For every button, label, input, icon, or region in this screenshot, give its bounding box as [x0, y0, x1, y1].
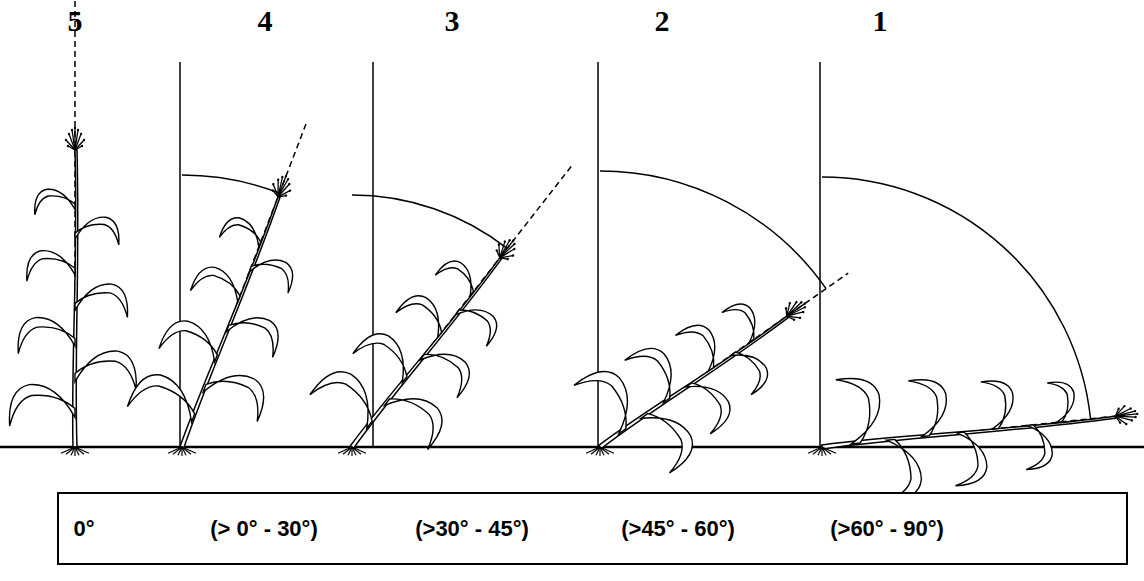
- tassel: [269, 171, 296, 200]
- tassel: [1114, 404, 1139, 427]
- leaf: [836, 375, 884, 445]
- roots: [586, 447, 614, 456]
- maize-plant: [300, 123, 622, 485]
- leaf: [9, 384, 75, 426]
- leaf: [27, 251, 75, 282]
- vertical-reference: [372, 62, 374, 447]
- angle-range: (>60° - 90°): [830, 516, 944, 540]
- leaf: [634, 401, 701, 473]
- score-number: 4: [258, 6, 273, 36]
- score-number: 3: [445, 6, 460, 36]
- leaf: [75, 217, 119, 245]
- leaf: [452, 297, 504, 346]
- leaf: [625, 340, 687, 407]
- roots: [168, 447, 196, 456]
- score-number: 1: [873, 6, 888, 36]
- angle-range-box: 0° (> 0° - 30°) (>30° - 45°) (>45° - 60°) (>…: [57, 492, 1128, 565]
- leaf: [247, 251, 298, 293]
- leaf: [435, 255, 482, 300]
- leaf: [908, 377, 950, 437]
- leaf: [950, 430, 989, 486]
- maize-plant: [815, 349, 1144, 508]
- angle-arc: [600, 171, 826, 289]
- leaf: [675, 318, 728, 375]
- roots: [808, 447, 836, 456]
- leaf: [416, 339, 478, 398]
- maize-plant: [562, 219, 883, 497]
- leaf: [574, 361, 646, 439]
- leaf: [200, 363, 271, 421]
- leaf: [35, 189, 75, 215]
- tassel: [781, 295, 812, 325]
- angle-range: (>45° - 60°): [621, 516, 735, 540]
- leaf: [1047, 380, 1077, 423]
- leaf: [353, 325, 420, 388]
- angle-arc: [352, 195, 507, 248]
- roots: [61, 447, 89, 456]
- score-number: 2: [655, 6, 670, 36]
- leaf: [190, 262, 246, 308]
- leaf: [18, 318, 75, 354]
- score-number: 5: [68, 6, 83, 36]
- angle-range: (>30° - 45°): [415, 516, 529, 540]
- leaf: [75, 351, 136, 390]
- maize-plant: [121, 97, 365, 469]
- roots: [338, 447, 366, 456]
- leaf: [1022, 423, 1054, 470]
- vertical-reference: [597, 62, 599, 447]
- leaf: [159, 315, 225, 369]
- angle-range: (> 0° - 30°): [210, 516, 317, 540]
- tassel: [492, 233, 522, 264]
- leaf: [680, 372, 737, 434]
- angle-range: 0°: [73, 516, 94, 540]
- maize-plant: [9, 0, 136, 447]
- vertical-reference: [819, 62, 821, 447]
- angle-arc: [182, 175, 279, 193]
- leaf: [722, 298, 766, 346]
- leaf: [127, 368, 203, 430]
- leaf: [726, 343, 774, 395]
- leaf: [224, 307, 285, 357]
- ground-line: [0, 446, 1144, 449]
- leaf: [310, 362, 387, 435]
- leaf: [219, 214, 266, 252]
- leaf: [396, 289, 453, 343]
- leaf: [981, 379, 1016, 430]
- tassel: [65, 127, 85, 150]
- leaf: [75, 284, 128, 317]
- leaf: [379, 381, 451, 449]
